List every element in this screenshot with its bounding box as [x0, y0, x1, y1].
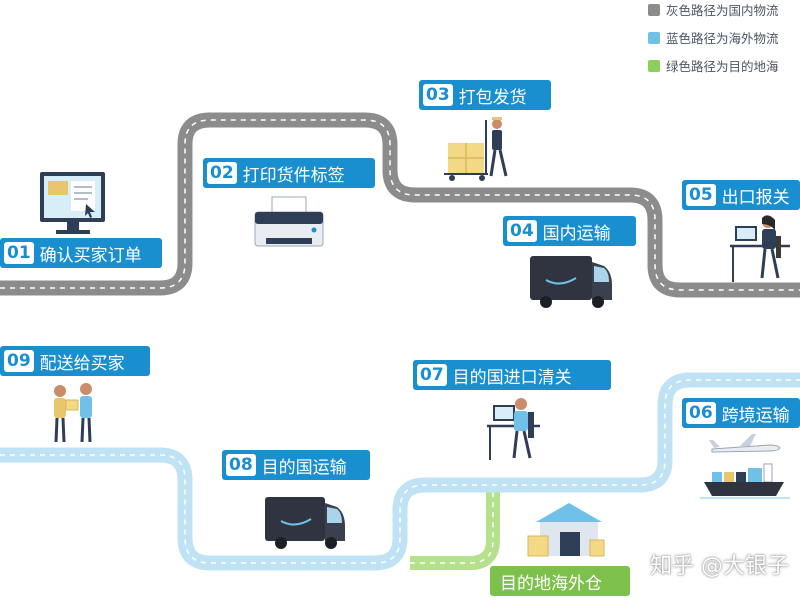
plane-ship-icon: [700, 434, 790, 499]
delivery-van-icon: [530, 256, 612, 308]
destination-van-icon: [265, 497, 345, 549]
legend-item-gray: 灰色路径为国内物流: [648, 0, 779, 18]
warehouse-label: 目的地海外仓: [490, 566, 630, 596]
legend-item-green: 绿色路径为目的地海: [648, 56, 779, 74]
watermark: 知乎 @大银子: [650, 554, 789, 579]
worker-cart-icon: [444, 117, 508, 181]
warehouse-route-road: [410, 490, 500, 570]
printer-icon: [254, 196, 324, 247]
delivery-to-buyer-icon: [54, 383, 92, 443]
overseas-warehouse-icon: [527, 503, 605, 557]
computer-order-icon: [40, 172, 105, 234]
import-clearance-icon: [487, 398, 540, 460]
overseas-route-road: [0, 372, 800, 571]
gray-swatch-icon: [648, 3, 660, 16]
customs-desk-icon: [730, 215, 790, 282]
legend-item-blue: 蓝色路径为海外物流: [648, 28, 779, 46]
green-swatch-icon: [648, 59, 660, 72]
blue-swatch-icon: [648, 31, 660, 44]
